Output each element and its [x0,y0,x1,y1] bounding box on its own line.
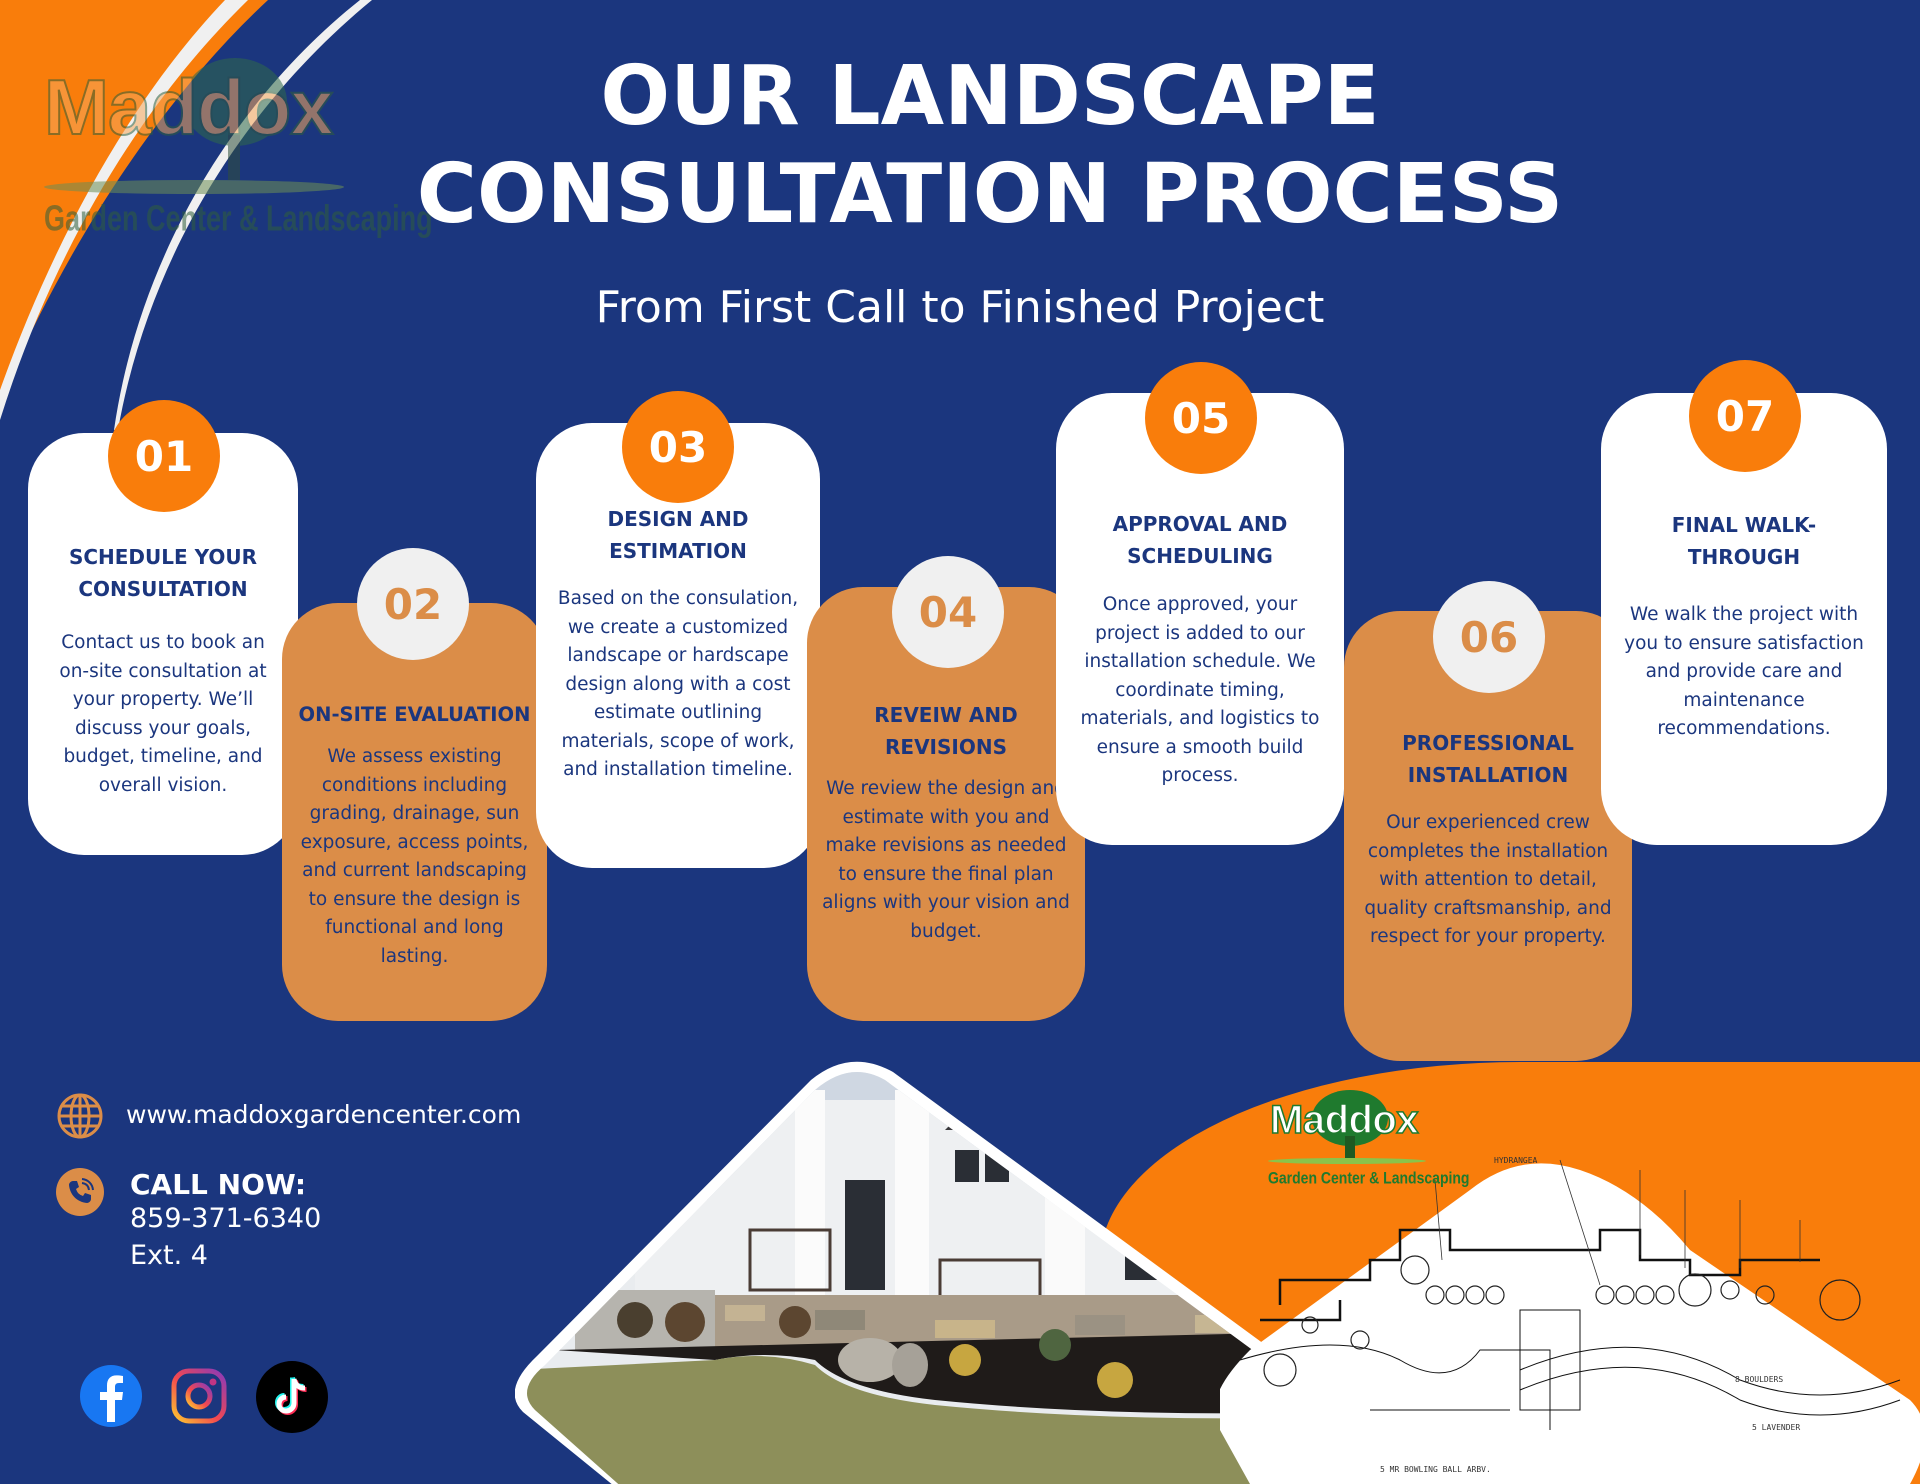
plan-label-lavender: 5 LAVENDER [1752,1423,1801,1432]
logo-tagline: Garden Center & Landscaping [44,198,433,239]
instagram-icon[interactable] [168,1365,230,1427]
call-now-label: CALL NOW: [130,1168,307,1201]
step-card-03: DESIGN AND ESTIMATION Based on the consu… [536,423,820,868]
step-badge-05: 05 [1145,362,1257,474]
step-description: We assess existing conditions including … [300,746,529,967]
step-description: We walk the project with you to ensure s… [1624,604,1864,739]
plan-label-ball-arbv: 5 MR BOWLING BALL ARBV. [1380,1465,1491,1474]
logo-tagline: Garden Center & Landscaping [1268,1168,1470,1188]
step-description: Once approved, your project is added to … [1080,594,1320,786]
tiktok-icon[interactable] [256,1361,328,1433]
title-line-1: OUR LANDSCAPE [600,49,1380,144]
social-links [80,1361,328,1433]
maddox-logo-top: Maddox Garden Center & Landscaping [40,52,433,239]
step-title: REVEIW AND REVISIONS [874,703,1018,759]
website-link[interactable]: www.maddoxgardencenter.com [126,1100,522,1129]
step-badge-02: 02 [357,548,469,660]
landscape-photo [515,1061,1395,1484]
step-description: We review the design and estimate with y… [822,778,1070,942]
contact-info: www.maddoxgardencenter.com CALL NOW: 859… [56,1092,521,1271]
step-badge-01: 01 [108,400,220,512]
phone-number-link[interactable]: 859-371-6340 [130,1203,322,1234]
step-badge-07: 07 [1689,360,1801,472]
page-title: OUR LANDSCAPE CONSULTATION PROCESS [300,48,1680,244]
step-title: APPROVAL AND SCHEDULING [1112,512,1288,568]
logo-brand: Maddox [1269,1097,1419,1143]
globe-icon [57,1093,103,1139]
step-badge-06: 06 [1433,581,1545,693]
step-title: SCHEDULE YOUR CONSULTATION [68,545,258,601]
title-line-2: CONSULTATION PROCESS [416,147,1564,242]
page-subtitle: From First Call to Finished Project [595,282,1325,333]
phone-row: CALL NOW: 859-371-6340 Ext. 4 [56,1168,521,1271]
step-title: FINAL WALK- THROUGH [1671,513,1817,569]
decorative-swoosh [0,0,372,430]
step-card-02: ON-SITE EVALUATION We assess existing co… [282,603,547,1021]
tree-icon [1312,1090,1388,1164]
step-description: Based on the consulation, we create a cu… [557,588,799,780]
website-row: www.maddoxgardencenter.com [56,1092,521,1140]
logo-grass [44,180,344,194]
plan-label-hydrangea: HYDRANGEA [1494,1156,1538,1165]
step-title: DESIGN AND ESTIMATION [607,507,749,563]
step-badge-04: 04 [892,556,1004,668]
logo-brand: Maddox [43,62,335,152]
phone-details: CALL NOW: 859-371-6340 Ext. 4 [104,1168,321,1271]
logo-grass [1268,1158,1426,1164]
tree-icon [183,58,287,180]
phone-extension: Ext. 4 [130,1240,208,1271]
phone-icon [56,1168,104,1216]
step-description: Contact us to book an on-site consultati… [59,632,267,796]
step-title: PROFESSIONAL INSTALLATION [1402,731,1574,787]
plan-label-boulders: 8 BOULDERS [1735,1375,1784,1384]
step-description: Our experienced crew completes the insta… [1364,812,1612,947]
facebook-icon[interactable] [80,1365,142,1427]
step-badge-03: 03 [622,391,734,503]
maddox-logo-bottom: Maddox Garden Center & Landscaping [1262,1088,1469,1198]
step-title: ON-SITE EVALUATION [298,703,531,726]
landscape-design-plan [1220,1159,1920,1484]
